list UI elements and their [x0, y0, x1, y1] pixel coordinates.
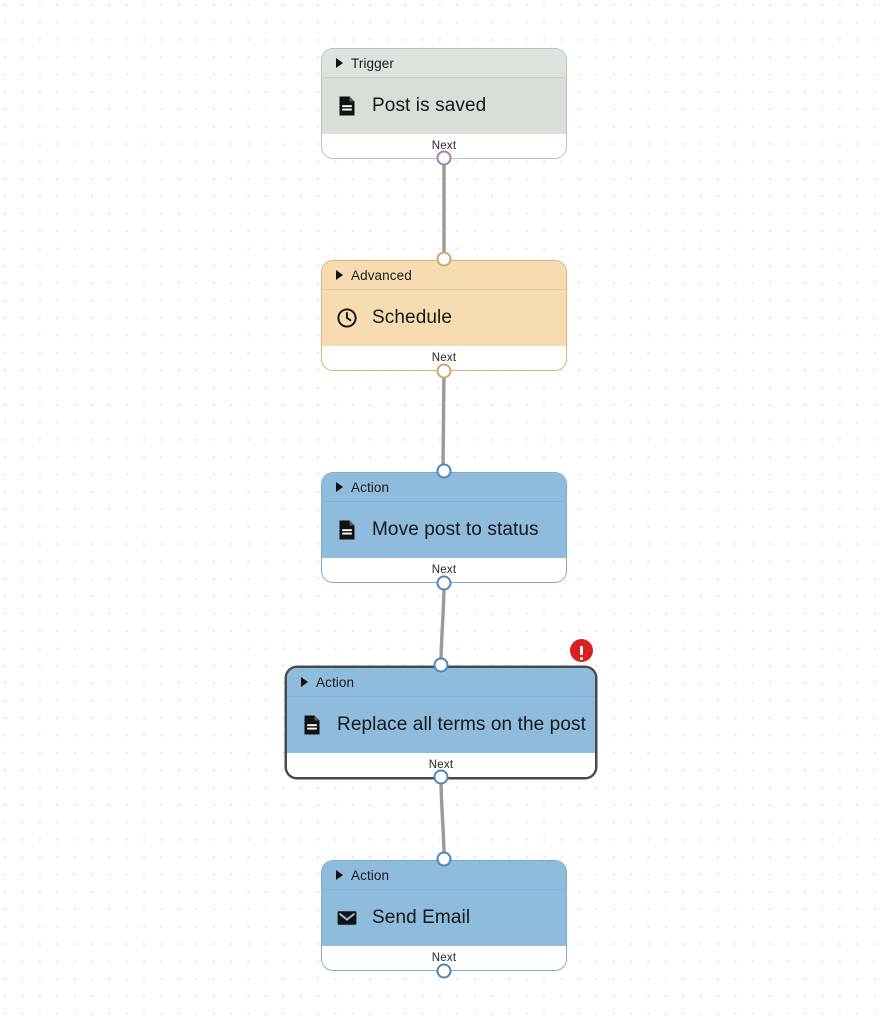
node-body[interactable]: Replace all terms on the post	[287, 697, 595, 753]
output-port-trigger-post-is-saved[interactable]	[436, 150, 452, 166]
node-body[interactable]: Schedule	[322, 290, 566, 346]
node-category-label: Action	[351, 867, 390, 883]
node-title: Post is saved	[372, 94, 487, 116]
output-port-action-move-post-to-status[interactable]	[436, 575, 452, 591]
node-action-replace-all-terms[interactable]: Action Replace all terms on the post Nex…	[285, 666, 597, 779]
node-title: Move post to status	[372, 518, 539, 540]
document-icon	[301, 714, 323, 736]
error-badge[interactable]	[570, 639, 593, 662]
input-port-action-send-email[interactable]	[436, 851, 452, 867]
node-advanced-schedule[interactable]: Advanced Schedule Next	[321, 260, 567, 371]
node-body[interactable]: Post is saved	[322, 78, 566, 134]
document-icon	[336, 519, 358, 541]
node-category-label: Action	[316, 674, 355, 690]
edge-advanced-to-action1	[441, 368, 446, 471]
document-icon	[336, 95, 358, 117]
output-port-action-send-email[interactable]	[436, 963, 452, 979]
node-body[interactable]: Send Email	[322, 890, 566, 946]
node-title: Replace all terms on the post	[337, 713, 586, 735]
chevron-right-icon[interactable]	[336, 870, 343, 880]
node-action-send-email[interactable]: Action Send Email Next	[321, 860, 567, 971]
output-port-advanced-schedule[interactable]	[436, 363, 452, 379]
input-port-action-replace-all-terms[interactable]	[433, 657, 449, 673]
node-header[interactable]: Trigger	[322, 49, 566, 78]
node-title: Send Email	[372, 906, 471, 928]
chevron-right-icon[interactable]	[336, 270, 343, 280]
node-footer-next[interactable]: Next	[322, 946, 566, 970]
node-category-label: Trigger	[351, 55, 394, 71]
node-trigger-post-is-saved[interactable]: Trigger Post is saved Next	[321, 48, 567, 159]
input-port-advanced-schedule[interactable]	[436, 251, 452, 267]
chevron-right-icon[interactable]	[336, 58, 343, 68]
input-port-action-move-post-to-status[interactable]	[436, 463, 452, 479]
chevron-right-icon[interactable]	[336, 482, 343, 492]
node-body[interactable]: Move post to status	[322, 502, 566, 558]
chevron-right-icon[interactable]	[301, 677, 308, 687]
node-title: Schedule	[372, 306, 453, 328]
node-header[interactable]: Action	[287, 668, 595, 697]
node-category-label: Advanced	[351, 267, 412, 283]
edge-action1-to-action2	[439, 580, 446, 665]
envelope-icon	[336, 907, 358, 929]
exclamation-icon	[579, 645, 584, 660]
edge-action2-to-action3	[439, 774, 446, 859]
node-action-move-post-to-status[interactable]: Action Move post to status Next	[321, 472, 567, 583]
node-category-label: Action	[351, 479, 390, 495]
output-port-action-replace-all-terms[interactable]	[433, 769, 449, 785]
clock-icon	[336, 307, 358, 329]
